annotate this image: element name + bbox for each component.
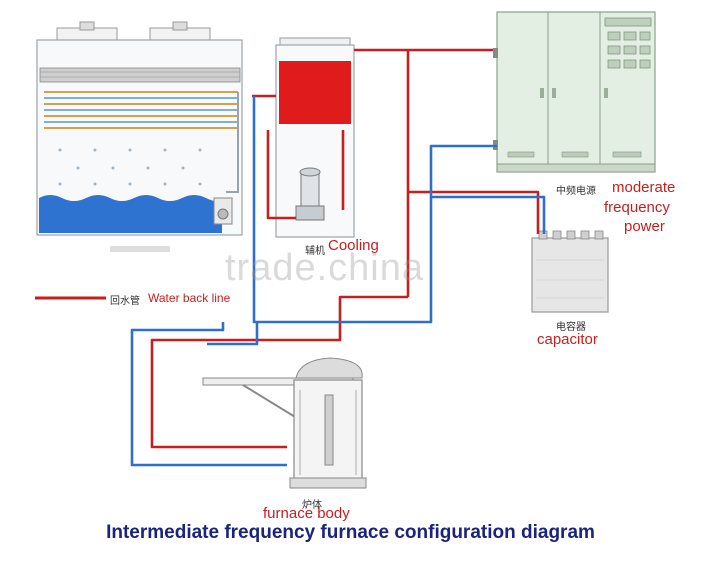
legend-label: Water back line <box>148 291 231 305</box>
legend-cn-label: 回水管 <box>110 296 140 307</box>
cooling-tower <box>36 21 243 252</box>
pump-cn-label: 辅机 <box>305 246 325 257</box>
watermark: trade.china <box>225 247 425 289</box>
furnace-cn-label: 炉体 <box>302 500 322 511</box>
cooling-tank <box>275 37 355 238</box>
power-cabinet <box>493 11 656 173</box>
furnace-label: furnace body <box>263 505 350 522</box>
water-back-line <box>150 48 540 449</box>
power-label-line3: power <box>624 218 665 235</box>
supply-line <box>130 96 546 467</box>
power-label-line1: moderate <box>612 179 676 196</box>
capacitor-cn-label: 电容器 <box>556 322 586 333</box>
capacitor-label: capacitor <box>537 331 598 348</box>
furnace <box>202 357 367 489</box>
cooling-label: Cooling <box>328 237 379 254</box>
capacitor-bank <box>531 230 609 313</box>
diagram-title: Intermediate frequency furnace configura… <box>106 522 595 543</box>
power-cn-label: 中频电源 <box>556 186 596 197</box>
power-label-line2: frequency <box>604 199 670 216</box>
